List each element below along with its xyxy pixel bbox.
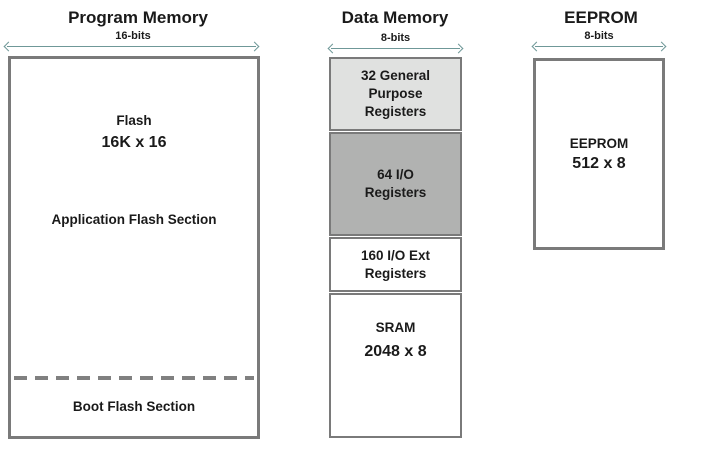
io-registers-label: 64 I/O Registers <box>364 167 427 200</box>
arrow-line <box>331 48 460 49</box>
sram-label: SRAM <box>375 320 416 336</box>
arrow-line <box>7 46 256 47</box>
boot-flash-section-label: Boot Flash Section <box>72 399 196 414</box>
program-memory-box: Flash 16K x 16 Application Flash Section… <box>8 56 260 439</box>
program-memory-width-arrow <box>3 41 260 52</box>
io-ext-registers-section: 160 I/O Ext Registers <box>329 237 462 292</box>
general-purpose-registers-section: 32 General Purpose Registers <box>329 57 462 131</box>
program-memory-bus-width-label: 16-bits <box>115 30 151 42</box>
eeprom-box: EEPROM 512 x 8 <box>533 58 665 250</box>
eeprom-width-arrow <box>531 41 667 52</box>
flash-label: Flash <box>116 113 152 128</box>
application-flash-section-label: Application Flash Section <box>51 212 217 227</box>
program-memory-title: Program Memory <box>68 8 208 27</box>
eeprom-bus-width-label: 8-bits <box>584 30 614 42</box>
arrow-line <box>535 46 663 47</box>
boot-section-divider <box>14 376 254 380</box>
eeprom-title: EEPROM <box>564 8 638 27</box>
arrow-right-head-icon <box>656 41 667 52</box>
data-memory-title: Data Memory <box>341 8 449 27</box>
general-purpose-registers-label: 32 General Purpose Registers <box>360 68 431 119</box>
arrow-right-head-icon <box>453 43 464 54</box>
eeprom-size-label: 512 x 8 <box>572 154 626 172</box>
sram-section: SRAM 2048 x 8 <box>329 293 462 438</box>
data-memory-bus-width-label: 8-bits <box>380 32 411 44</box>
io-ext-registers-label: 160 I/O Ext Registers <box>360 247 431 281</box>
io-registers-section: 64 I/O Registers <box>329 132 462 236</box>
flash-size-label: 16K x 16 <box>101 134 167 151</box>
eeprom-label: EEPROM <box>569 135 629 151</box>
data-memory-width-arrow <box>327 43 464 54</box>
sram-size-label: 2048 x 8 <box>364 342 427 360</box>
arrow-right-head-icon <box>249 41 260 52</box>
